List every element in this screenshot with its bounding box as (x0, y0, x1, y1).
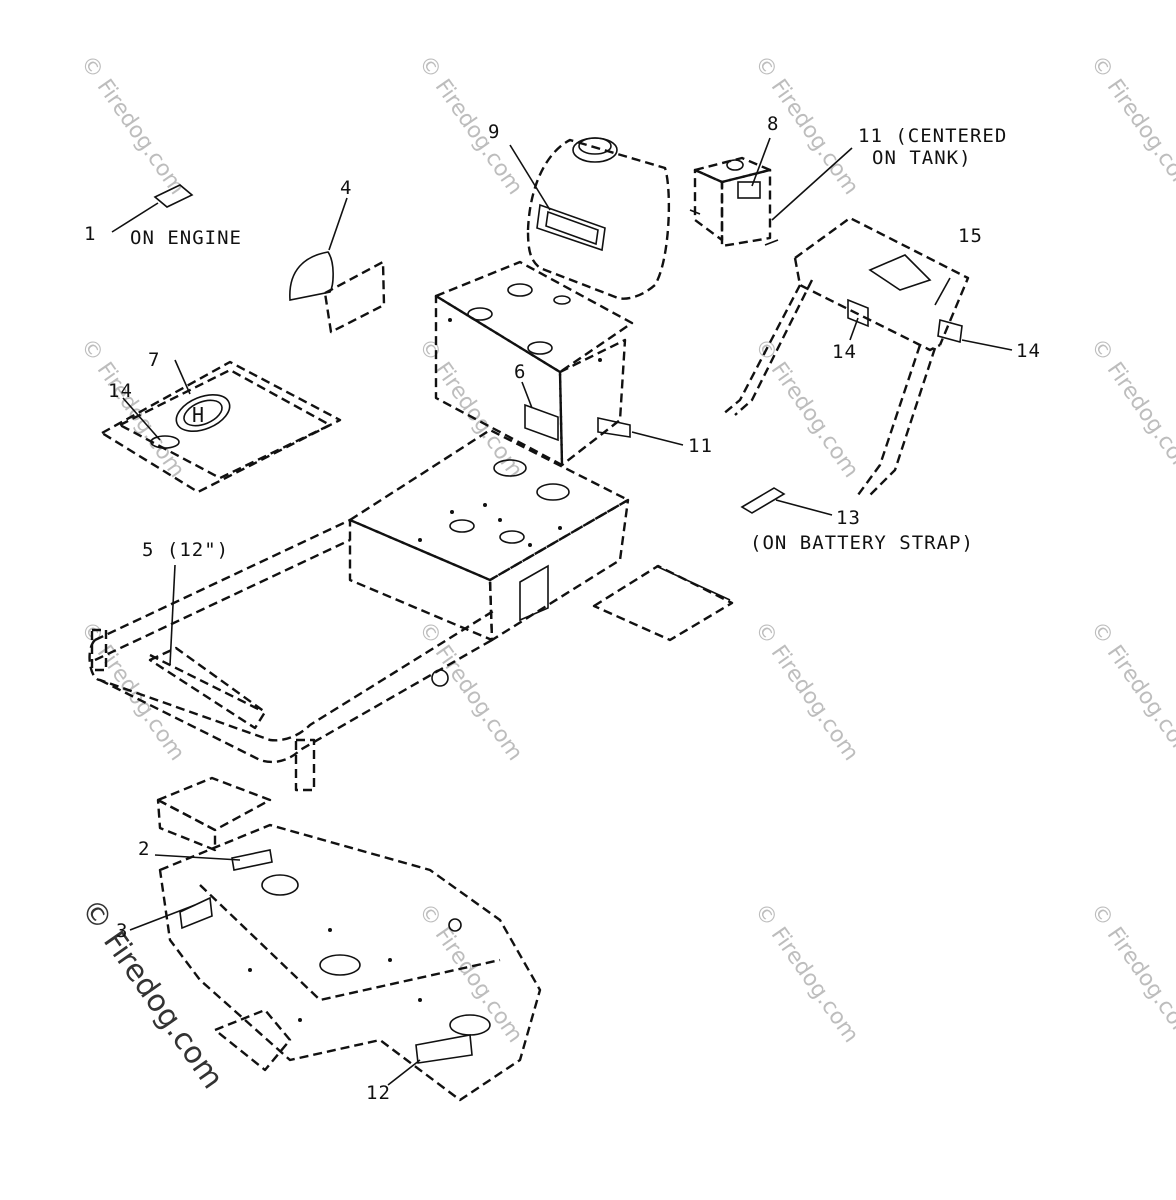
label-12: 12 (366, 1082, 391, 1104)
watermark: © Firedog.com (413, 899, 527, 1047)
watermark: © Firedog.com (749, 617, 863, 765)
floor-plate (592, 564, 734, 642)
label-8: 8 (767, 113, 779, 135)
watermark: © Firedog.com (75, 51, 189, 199)
label-5: 5 (12") (142, 539, 229, 561)
svg-text:H: H (192, 403, 205, 427)
watermark: © Firedog.com (1085, 334, 1176, 482)
watermark: © Firedog.com (749, 899, 863, 1047)
label-3: 3 (116, 920, 128, 942)
label-1: 1 (84, 223, 96, 245)
fuel-tank-9 (509, 137, 671, 300)
watermark: © Firedog.com (1085, 899, 1176, 1047)
watermark: © Firedog.com (413, 617, 527, 765)
chassis-upper (434, 260, 684, 467)
label-14-rops-left: 14 (832, 341, 857, 363)
label-11-centered-line2: ON TANK) (872, 147, 972, 169)
strap-decal-13 (740, 487, 833, 516)
label-7: 7 (148, 349, 160, 371)
watermark: © Firedog.com (413, 51, 527, 199)
label-11-centered-line1: 11 (CENTERED (858, 125, 1007, 147)
watermark-main: © Firedog.com (73, 893, 230, 1096)
label-2: 2 (138, 838, 150, 860)
label-1-note: ON ENGINE (130, 227, 242, 249)
label-14-panel: 14 (108, 380, 133, 402)
rops-bar (721, 216, 1013, 496)
label-9: 9 (488, 121, 500, 143)
label-11: 11 (688, 435, 713, 457)
label-15: 15 (958, 225, 983, 247)
side-panel-4 (289, 197, 386, 334)
battery-box-8 (689, 137, 853, 248)
watermark-grid: © Firedog.com © Firedog.com © Firedog.co… (75, 51, 1176, 1047)
label-6: 6 (514, 361, 526, 383)
label-13-note: (ON BATTERY STRAP) (750, 532, 974, 554)
logo-panel-7: H (100, 359, 342, 494)
label-13: 13 (836, 507, 861, 529)
rivets (248, 318, 602, 1022)
label-4: 4 (340, 177, 352, 199)
watermark: © Firedog.com (1085, 51, 1176, 199)
label-14-rops-right: 14 (1016, 340, 1041, 362)
watermark: © Firedog.com (1085, 617, 1176, 765)
mower-deck (129, 776, 542, 1102)
decal-1 (111, 184, 194, 233)
chassis-frame (88, 428, 630, 792)
